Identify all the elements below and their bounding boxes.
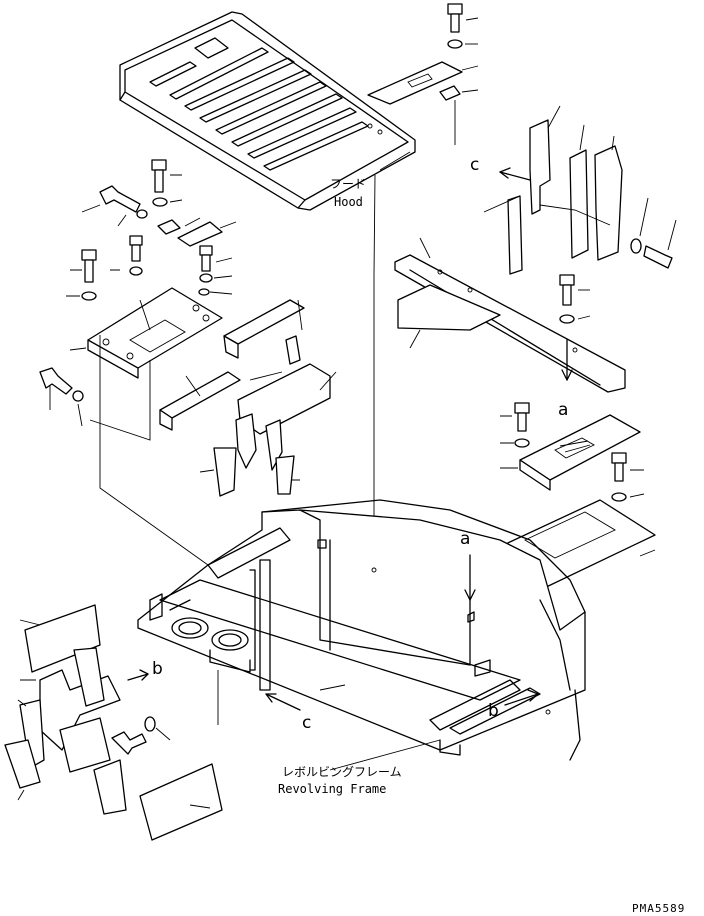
bracket-leader-2 xyxy=(89,360,151,441)
view-c-label-frame: c xyxy=(302,713,311,733)
view-arrow-c-top: c xyxy=(470,155,531,181)
lower-bolt-left xyxy=(39,367,84,427)
lower-left-panels xyxy=(4,604,223,841)
view-b-label-frame: b xyxy=(488,701,499,721)
view-a-label-top: a xyxy=(558,400,568,420)
drawing-code: PMA5589 xyxy=(632,902,685,915)
revolving-frame xyxy=(137,499,586,761)
hood-bolt xyxy=(447,3,479,33)
center-angles xyxy=(159,299,337,435)
view-a-label-frame: a xyxy=(460,529,470,549)
hood-label-en: Hood xyxy=(334,195,363,209)
hood-label-jp: フード xyxy=(330,177,366,191)
clip-plates xyxy=(157,217,237,247)
hood-panel xyxy=(119,11,416,211)
lower-left-bolt xyxy=(111,716,171,755)
view-arrow-b-frame: b xyxy=(488,689,539,721)
view-arrow-a-top: a xyxy=(558,339,573,420)
view-arrow-a-frame: a xyxy=(460,529,476,601)
view-b-label-left: b xyxy=(152,659,163,679)
plate-bolt xyxy=(559,274,591,324)
hood-latch-plate xyxy=(367,61,479,105)
hood-slots xyxy=(149,37,369,171)
view-arrow-b-left: b xyxy=(127,659,163,681)
cover-mount-bolt xyxy=(611,452,645,502)
hood-washer xyxy=(447,39,478,49)
side-cover-bolt xyxy=(630,197,677,269)
frame-leader xyxy=(329,739,441,771)
mounting-bracket-left xyxy=(69,287,223,379)
bracket-leader xyxy=(99,335,209,566)
view-c-label-top: c xyxy=(470,155,479,175)
frame-label-jp: レボルビングフレーム xyxy=(282,765,402,779)
view-arrow-c-frame: c xyxy=(265,693,311,733)
upper-bolts-left xyxy=(81,159,183,227)
inspection-cover xyxy=(500,402,641,491)
side-cover-bracket xyxy=(483,105,623,275)
center-fingers xyxy=(199,413,300,497)
bracket-bolts xyxy=(66,235,233,301)
cover-seal xyxy=(397,284,501,349)
hood-catch xyxy=(439,85,479,145)
frame-label-en: Revolving Frame xyxy=(278,782,386,796)
